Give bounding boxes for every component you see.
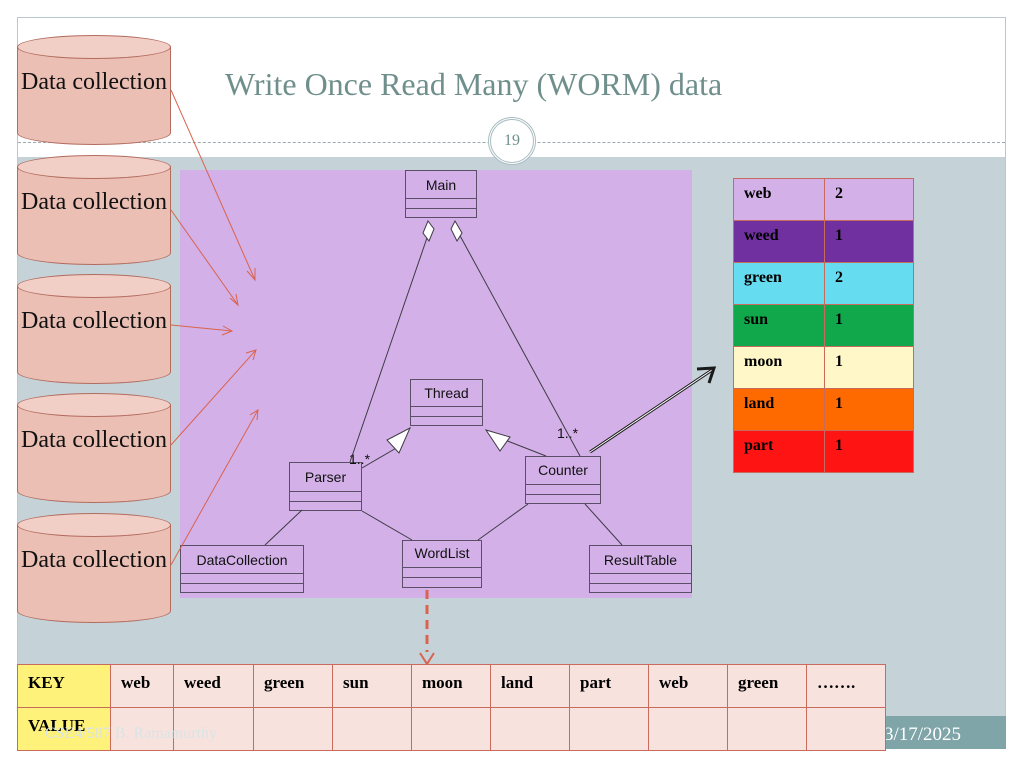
value-cell [332,707,412,751]
uml-class-thread: Thread [410,379,483,426]
key-header: KEY [17,664,111,708]
source3-arrow [170,324,233,332]
value-cell [648,707,728,751]
value-header: VALUE [17,707,111,751]
source4-arrow [170,349,257,446]
word-cell: land [733,388,825,431]
data-source-cylinder: Data collection [17,35,171,145]
value-cell [173,707,254,751]
value-cell [411,707,491,751]
key-cell: web [110,664,174,708]
main-diamond-right [450,219,463,243]
multiplicity-parser: 1..* [349,451,371,467]
word-cell: web [733,178,825,221]
key-cell: ……. [806,664,886,708]
parser-main-link [349,231,430,463]
slide-title: Write Once Read Many (WORM) data [225,66,723,102]
word-cell: part [733,430,825,473]
slide-number-badge: 19 [488,117,536,165]
uml-class-counter-name: Counter [538,462,588,478]
key-cell: sun [332,664,412,708]
key-cell: land [490,664,570,708]
count-cell: 1 [824,346,914,389]
data-source-label: Data collection [21,427,167,453]
counter-wordlist-link [477,503,529,541]
count-cell: 1 [824,304,914,347]
table-row: moon 1 [733,346,914,389]
word-cell: green [733,262,825,305]
value-cell [569,707,649,751]
key-cell: weed [173,664,254,708]
counter-thread-link [504,439,547,457]
source1-arrow [170,89,256,281]
key-row: KEY web weed green sun moon land part we… [17,664,886,708]
key-cell: part [569,664,649,708]
table-row: weed 1 [733,220,914,263]
word-cell: moon [733,346,825,389]
uml-class-parser-name: Parser [304,469,347,485]
count-cell: 2 [824,262,914,305]
table-row: sun 1 [733,304,914,347]
uml-class-wordlist-name: WordList [414,545,470,561]
value-cell [110,707,174,751]
count-cell: 2 [824,178,914,221]
parser-thread-triangle [386,426,412,454]
value-cell [727,707,807,751]
counter-thread-triangle [484,429,511,452]
data-source-label: Data collection [21,547,167,573]
key-cell: green [727,664,807,708]
source5-arrow [170,409,259,566]
parser-wordlist-link [361,510,413,541]
uml-class-resulttable-name: ResultTable [603,552,678,568]
count-cell: 1 [824,388,914,431]
data-source-cylinder: Data collection [17,393,171,503]
uml-class-resulttable: ResultTable [589,545,692,593]
main-diamond-left [422,220,435,242]
table-row: web 2 [733,178,914,221]
word-cell: sun [733,304,825,347]
counter-main-link [457,231,581,457]
data-source-cylinder: Data collection [17,513,171,623]
uml-class-main: Main [405,170,477,218]
key-cell: web [648,664,728,708]
data-source-label: Data collection [21,189,167,215]
data-source-label: Data collection [21,69,167,95]
data-source-cylinder: Data collection [17,274,171,384]
table-row: green 2 [733,262,914,305]
uml-class-wordlist: WordList [402,540,482,588]
footer-course-label: CSE4/587 B. Ramamurthy [45,725,217,742]
value-cell [806,707,886,751]
table-row: land 1 [733,388,914,431]
word-cell: weed [733,220,825,263]
data-source-cylinder: Data collection [17,155,171,265]
key-cell: moon [411,664,491,708]
parser-thread-link [361,446,399,469]
uml-class-counter: Counter [525,456,601,504]
uml-class-main-name: Main [425,177,457,193]
parser-datacollection-link [264,509,303,546]
uml-class-datacollection: DataCollection [180,545,304,593]
value-cell [253,707,333,751]
source2-arrow [170,209,239,306]
word-count-table: web 2 weed 1 green 2 sun 1 moon 1 land 1… [733,178,914,473]
footer-date: 3/17/2025 [884,724,962,745]
key-value-table: KEY web weed green sun moon land part we… [17,664,886,751]
footer-accent-bar [878,716,1006,749]
uml-class-datacollection-name: DataCollection [196,552,288,568]
uml-class-parser: Parser [289,462,362,511]
value-row: VALUE [17,707,886,751]
value-cell [490,707,570,751]
count-cell: 1 [824,220,914,263]
data-source-label: Data collection [21,308,167,334]
key-cell: green [253,664,333,708]
counter-resulttable-link [584,503,623,546]
uml-class-thread-name: Thread [424,385,469,401]
table-row: part 1 [733,430,914,473]
count-cell: 1 [824,430,914,473]
